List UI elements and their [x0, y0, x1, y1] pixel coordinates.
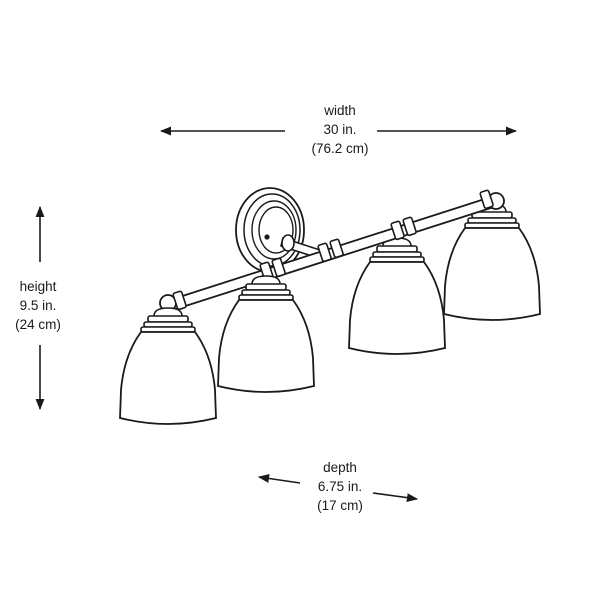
height-title: height [19, 279, 57, 294]
depth-title: depth [323, 460, 357, 475]
height-imperial: 9.5 in. [19, 298, 57, 313]
depth-arrow-left [257, 474, 301, 484]
depth-metric: (17 cm) [317, 498, 363, 513]
width-metric: (76.2 cm) [311, 141, 369, 156]
glass-shade-2 [217, 275, 315, 393]
width-label: width 30 in. (76.2 cm) [290, 101, 390, 158]
glass-shade-1 [119, 307, 217, 425]
glass-shade-4 [443, 203, 541, 321]
width-title: width [324, 103, 356, 118]
depth-imperial: 6.75 in. [317, 479, 363, 494]
height-label: height 9.5 in. (24 cm) [2, 277, 74, 334]
depth-dimension-arrows [257, 474, 419, 503]
depth-arrow-right [372, 492, 419, 503]
glass-shade-3 [348, 237, 446, 355]
depth-label: depth 6.75 in. (17 cm) [290, 458, 390, 515]
height-metric: (24 cm) [15, 317, 61, 332]
width-imperial: 30 in. [323, 122, 357, 137]
